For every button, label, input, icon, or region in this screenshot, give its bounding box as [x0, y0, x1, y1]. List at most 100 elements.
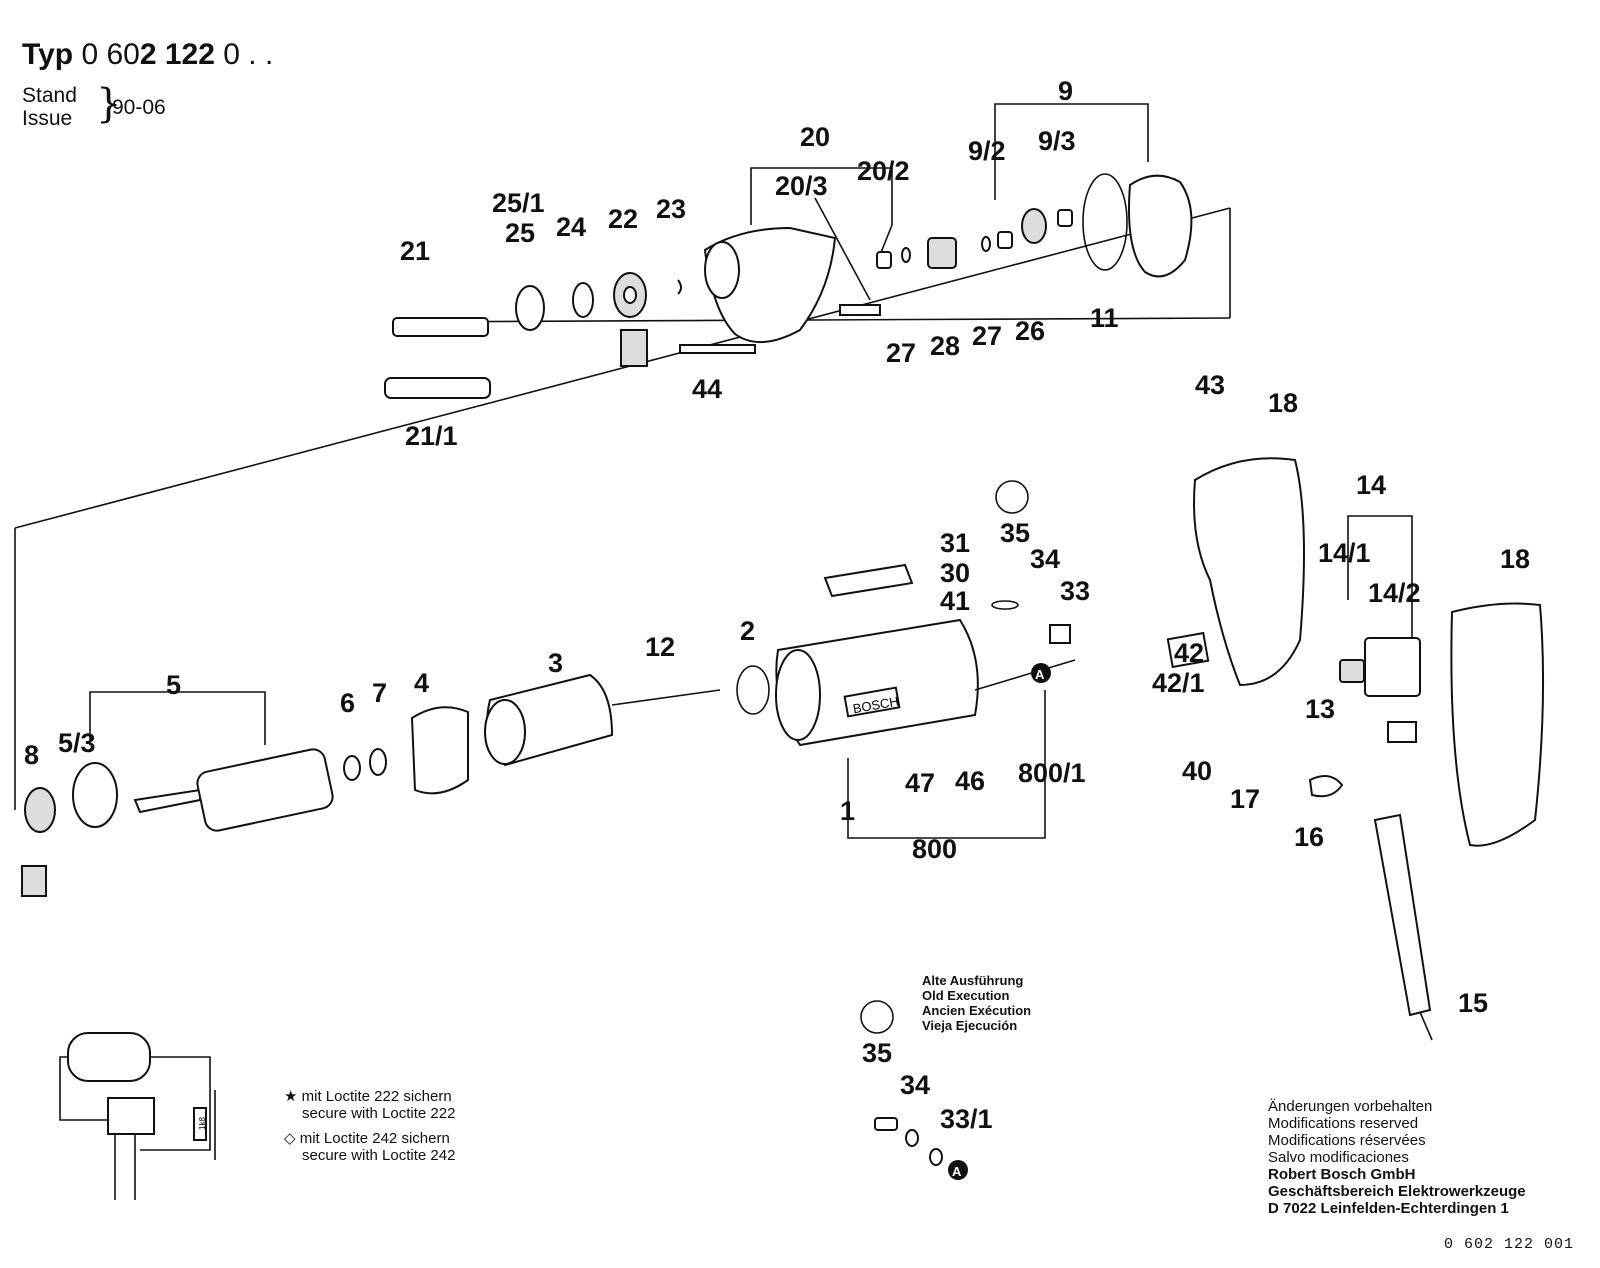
label-43: 43	[1195, 370, 1225, 400]
type-number: Typ 0 602 122 0 . .	[22, 38, 273, 72]
bracket-5	[89, 691, 266, 745]
label-33: 33	[1060, 576, 1090, 606]
part-26-gear	[1021, 208, 1047, 244]
label-23: 23	[656, 194, 686, 224]
label-18a: 18	[1268, 388, 1298, 418]
bracket-20	[750, 167, 893, 225]
part-1-housing-opening	[775, 649, 821, 741]
bosch-badge	[843, 686, 901, 718]
label-13: 13	[1305, 694, 1335, 724]
label-800-1: 800/1	[1018, 758, 1086, 788]
label-12: 12	[645, 632, 675, 662]
label-25: 25	[505, 218, 535, 248]
label-34: 34	[1030, 544, 1060, 574]
label-21-1: 21/1	[405, 421, 458, 451]
star-icon: ★	[284, 1088, 298, 1105]
frame-top-diagonal	[14, 207, 1231, 529]
label-5: 5	[166, 670, 181, 700]
old-execution-es: Vieja Ejecución	[922, 1018, 1018, 1033]
old-part-35-screw	[874, 1117, 898, 1131]
stand-label: Stand	[22, 84, 77, 107]
bearing-grease-symbol	[620, 329, 648, 367]
label-4: 4	[414, 668, 429, 698]
issue-label: Issue	[22, 107, 73, 130]
part-12-wire	[611, 689, 721, 706]
part-5-armature	[196, 748, 334, 832]
circuit-wire-b	[59, 1056, 108, 1121]
circuit-motor-field	[67, 1032, 151, 1082]
label-20: 20	[800, 122, 830, 152]
issue-date: 90-06	[112, 96, 166, 119]
label-15: 15	[1458, 988, 1488, 1018]
part-20-3-pin	[839, 304, 881, 316]
circuit-wire-a	[140, 1056, 211, 1151]
footer-address: D 7022 Leinfelden-Echterdingen 1	[1268, 1200, 1509, 1217]
document-number: 0 602 122 001	[1444, 1236, 1575, 1253]
marker-a-text-2: A	[952, 1164, 962, 1179]
footer-mod-es: Salvo modificaciones	[1268, 1149, 1409, 1166]
handle-assembly	[1166, 457, 1545, 1041]
old-execution-legend: Alte Ausführung Old Execution Ancien Exé…	[922, 973, 1031, 1033]
part-21-spindle	[392, 317, 489, 337]
brace-glyph: }	[96, 81, 122, 127]
label-35-old: 35	[862, 1038, 892, 1068]
label-47: 47	[905, 768, 935, 798]
footer-mod-de: Änderungen vorbehalten	[1268, 1098, 1433, 1115]
part-25-seal	[515, 285, 545, 331]
label-17: 17	[1230, 784, 1260, 814]
motor-assembly: BOSCH	[21, 563, 1076, 897]
part-42-1-label	[1166, 631, 1210, 669]
label-46: 46	[955, 766, 985, 796]
part-5-shaft	[133, 788, 201, 814]
label-9-2: 9/2	[968, 136, 1006, 166]
part-7-washer	[369, 748, 387, 776]
part-20-housing-bore	[704, 241, 740, 299]
part-18-handle-half-left	[1193, 457, 1305, 687]
label-30: 30	[940, 558, 970, 588]
label-2: 2	[740, 616, 755, 646]
stand-issue: Stand Issue	[22, 84, 77, 130]
label-6: 6	[340, 688, 355, 718]
old-part-33-1-washer	[929, 1148, 943, 1166]
part-16-cable-guard	[1373, 813, 1432, 1017]
part-8-bearing	[24, 787, 56, 833]
footer-mod-en: Modifications reserved	[1268, 1115, 1419, 1132]
diamond-icon: ◇	[284, 1130, 296, 1147]
note-loctite-222: ★ mit Loctite 222 sichern secure with Lo…	[284, 1088, 455, 1122]
old-part-34-washer	[905, 1129, 919, 1147]
part-labels: 9 9/2 9/3 20 20/3 20/2 25/1 25 24 22 23 …	[24, 76, 1530, 1134]
part-4-baffle	[410, 706, 469, 795]
earth-icon-old	[860, 1000, 894, 1034]
part-17-clamp	[1308, 775, 1344, 798]
label-28: 28	[930, 331, 960, 361]
label-1: 1	[840, 796, 855, 826]
circuit-resistor	[193, 1107, 207, 1141]
label-8: 8	[24, 740, 39, 770]
note-222-en: secure with Loctite 222	[302, 1105, 456, 1122]
footer-block: Änderungen vorbehalten Modifications res…	[1268, 1098, 1526, 1217]
marker-a-text: A	[1035, 667, 1045, 682]
label-42-1: 42/1	[1152, 668, 1205, 698]
leader-20-3	[814, 197, 871, 301]
resistor-value: 1k8	[198, 1117, 207, 1130]
marker-a-icon	[1031, 663, 1051, 683]
part-9-gear-cover	[1128, 174, 1193, 278]
old-execution-de: Alte Ausführung	[922, 973, 1024, 988]
old-execution-fr: Ancien Exécution	[922, 1003, 1032, 1018]
label-9: 9	[1058, 76, 1073, 106]
part-27-washer-a	[901, 247, 911, 263]
bracket-9	[994, 103, 1149, 200]
label-22: 22	[608, 204, 638, 234]
footer-mod-fr: Modifications réservées	[1268, 1132, 1426, 1149]
label-5-3: 5/3	[58, 728, 96, 758]
part-3-field-bore	[484, 699, 526, 765]
label-14-2: 14/2	[1368, 578, 1421, 608]
note-242-en: secure with Loctite 242	[302, 1147, 456, 1164]
part-13-terminal	[1387, 721, 1417, 743]
part-9-2-bushing	[997, 231, 1013, 249]
old-execution-parts	[874, 1117, 943, 1166]
note-242-de: mit Loctite 242 sichern	[299, 1130, 450, 1147]
typ-number-b: 2 122	[139, 38, 215, 71]
part-44-screw	[679, 344, 756, 354]
label-14-1: 14/1	[1318, 538, 1371, 568]
